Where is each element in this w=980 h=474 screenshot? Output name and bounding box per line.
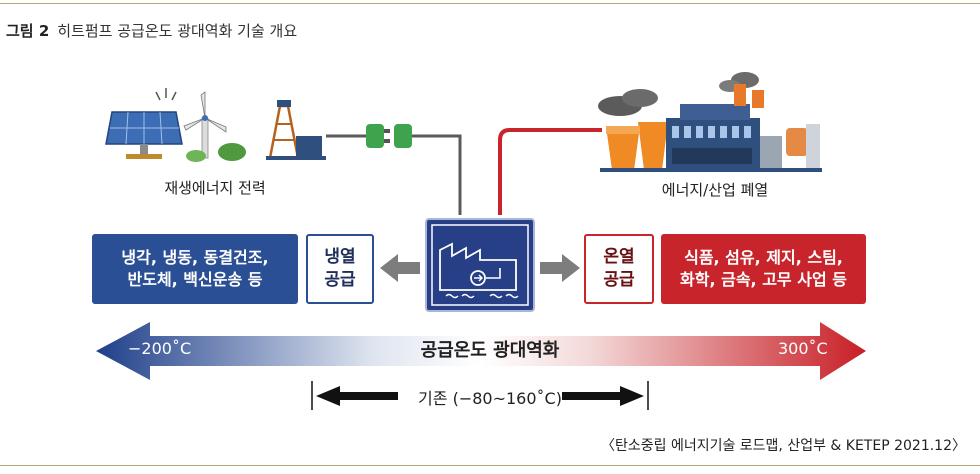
solar-panel-icon — [105, 88, 183, 159]
hot-supply-box: 온열 공급 — [584, 234, 654, 304]
plug-icon — [366, 124, 412, 148]
factory-icon — [598, 72, 822, 172]
waste-heat-label: 에너지/산업 폐열 — [661, 181, 769, 199]
hot-applications-text: 식품, 섬유, 제지, 스팀, 화학, 금속, 고무 사업 등 — [680, 248, 847, 289]
range-low-label: −200˚C — [128, 339, 192, 358]
figure-title-text: 히트펌프 공급온도 광대역화 기술 개요 — [57, 22, 298, 40]
derrick-icon — [266, 100, 326, 160]
range-center-label: 공급온도 광대역화 — [420, 340, 560, 361]
cold-supply-box: 냉열 공급 — [306, 234, 374, 304]
temperature-range-arrow — [96, 322, 866, 380]
wind-turbine-icon — [183, 91, 246, 162]
cold-supply-text: 냉열 공급 — [324, 247, 356, 290]
baseline-range-label: 기존 (−80~160˚C) — [418, 389, 562, 408]
baseline-range-arrow — [311, 381, 649, 410]
arrow-to-cold — [380, 254, 420, 282]
figure-number: 그림 2 — [6, 22, 50, 40]
cold-applications-box: 냉각, 냉동, 동결건조, 반도체, 백신운송 등 — [92, 234, 298, 304]
renewable-label: 재생에너지 전력 — [164, 179, 266, 197]
source-note: 〈탄소중립 에너지기술 로드맵, 산업부 & KETEP 2021.12〉 — [600, 438, 966, 454]
hot-applications-box: 식품, 섬유, 제지, 스팀, 화학, 금속, 고무 사업 등 — [661, 234, 866, 304]
top-rule — [0, 3, 980, 4]
hot-supply-text: 온열 공급 — [603, 247, 635, 290]
figure-title: 그림 2 히트펌프 공급온도 광대역화 기술 개요 — [6, 20, 297, 41]
cold-applications-text: 냉각, 냉동, 동결건조, 반도체, 백신운송 등 — [121, 248, 269, 289]
range-high-label: 300˚C — [778, 339, 828, 358]
heat-pump-icon — [425, 218, 535, 312]
arrow-to-hot — [540, 254, 580, 282]
bottom-rule — [0, 465, 980, 466]
